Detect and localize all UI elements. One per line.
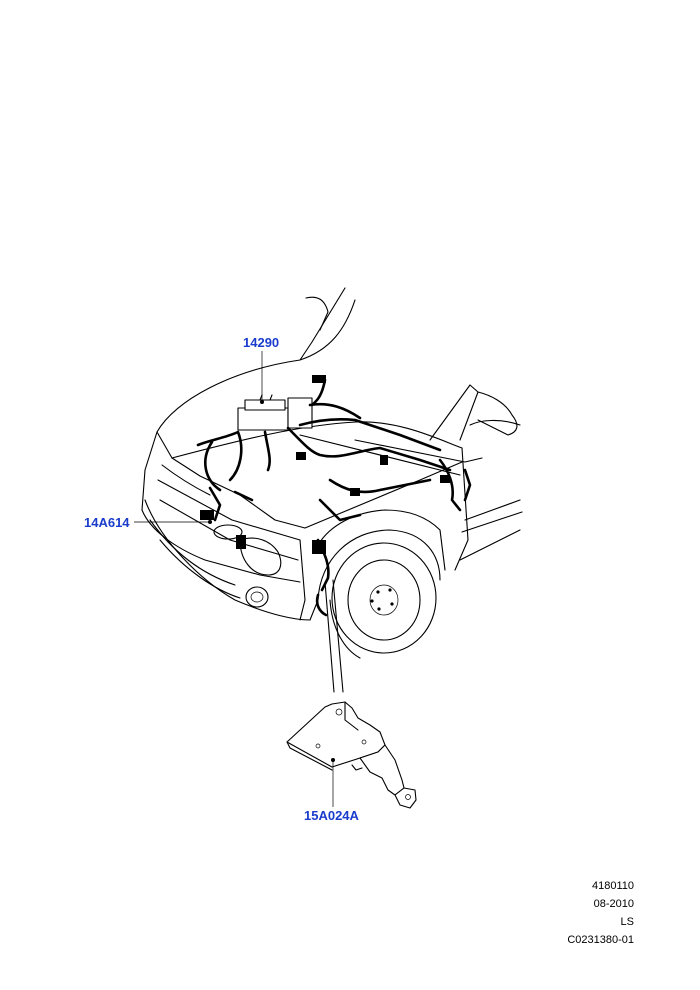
bracket-part xyxy=(286,579,417,809)
meta-line-2: 08-2010 xyxy=(593,898,634,910)
meta-block: 4180110 08-2010 LS C0231380-01 xyxy=(567,877,634,949)
callout-harness-label: 14290 xyxy=(243,335,280,350)
callout-bracket-label: 15A024A xyxy=(304,808,359,823)
meta-line-4: C0231380-01 xyxy=(567,934,634,946)
meta-line-1: 4180110 xyxy=(591,880,634,892)
callout-module-label: 14A614 xyxy=(84,515,130,530)
leader-lines xyxy=(134,351,335,807)
meta-line-3: LS xyxy=(620,916,634,928)
vehicle-outline xyxy=(141,287,523,659)
wiring-harness xyxy=(196,375,483,617)
